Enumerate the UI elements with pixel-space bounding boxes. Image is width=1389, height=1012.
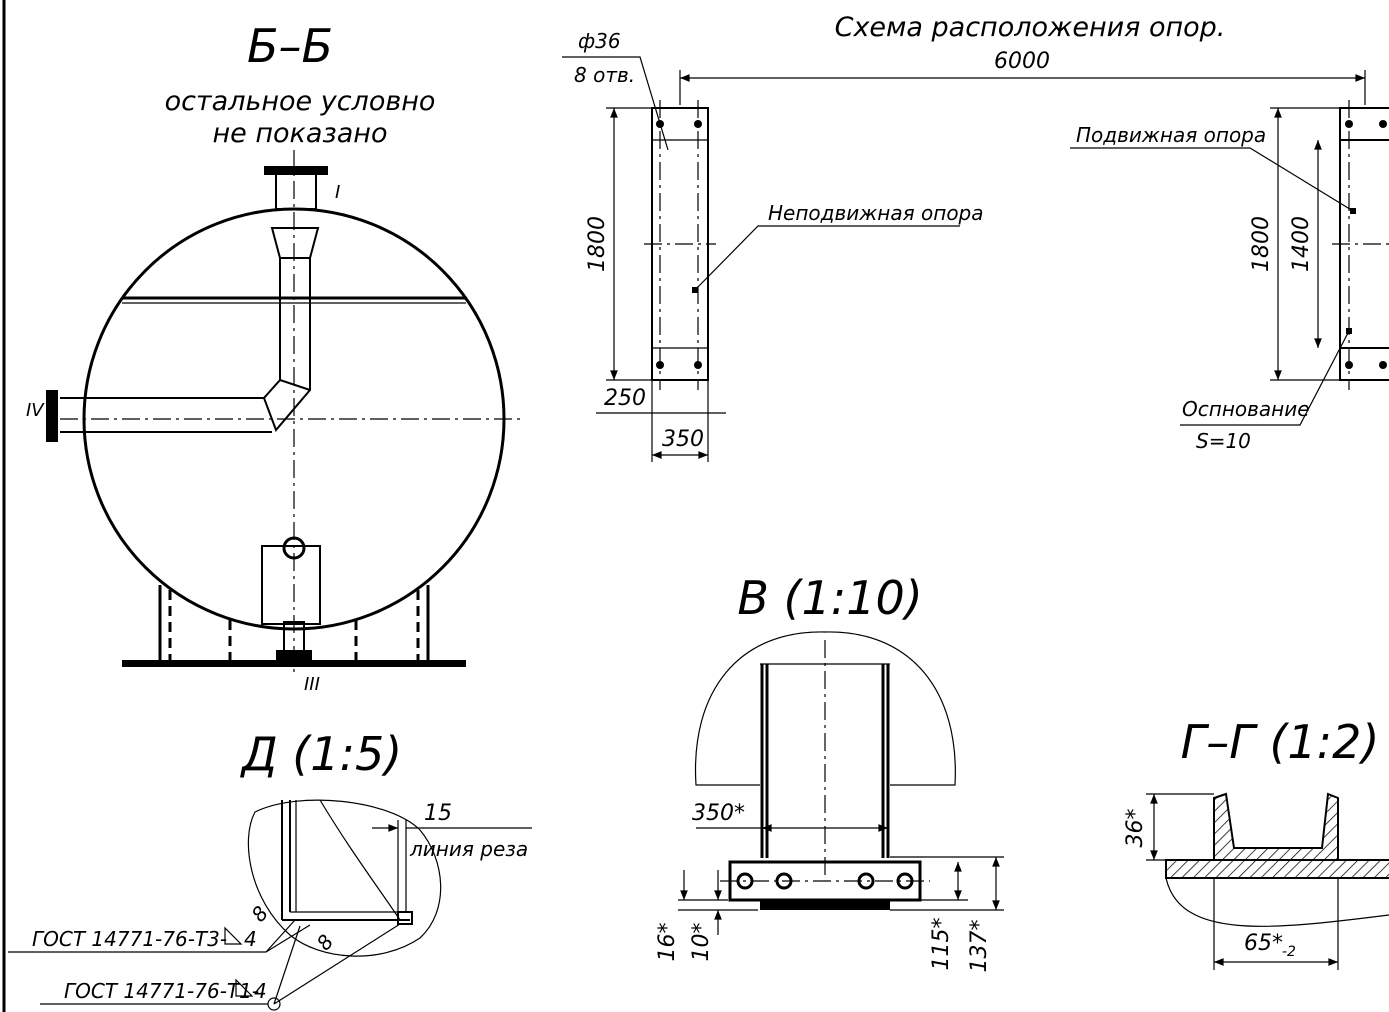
hole-count-label: 8 отв.	[574, 63, 635, 87]
detail-d-title: Д (1:5)	[240, 727, 402, 781]
weld-size-8a: 8	[246, 901, 273, 926]
section-gg-base	[1165, 859, 1389, 879]
weld-triangle-icon	[235, 978, 254, 997]
dim-250: 250	[604, 386, 646, 411]
cut-line-label: линия реза	[409, 837, 528, 861]
gost-weld-1: ГОСТ 14771-76-Т3-	[32, 927, 227, 951]
internal-pipe	[262, 227, 320, 432]
section-gg-view: Г–Г (1:2) 36* 65* -2	[1123, 715, 1389, 970]
dim-115-star: 115*	[929, 918, 954, 971]
base-label: Оспнование	[1182, 397, 1310, 421]
section-bb-view: Б–Б остальное условно не показано I IV I…	[26, 19, 525, 695]
dim-65-star: 65*	[1244, 931, 1283, 956]
dim-6000: 6000	[994, 49, 1050, 74]
bottom-sump	[261, 545, 321, 625]
label-left-nozzle: IV	[26, 400, 45, 421]
dim-10-star: 10*	[689, 923, 714, 962]
detail-v-view: В (1:10) 350* 16* 10* 115* 137*	[655, 571, 1004, 973]
dim-350-star: 350*	[692, 801, 745, 826]
dim-137-star: 137*	[967, 920, 992, 973]
support-layout-view: Схема расположения опор. 6000 ф36 8 отв.…	[562, 12, 1389, 462]
detail-d-view: Д (1:5) 15 линия реза 8 8 ГОСТ 14771-76-…	[8, 727, 532, 1011]
weld-triangle-icon	[224, 926, 243, 945]
label-bottom-nozzle: III	[304, 674, 320, 695]
dim-1800-right: 1800	[1249, 216, 1274, 272]
detail-v-break-outline	[694, 631, 956, 786]
detail-d-break-outline	[247, 799, 442, 957]
dim-1400: 1400	[1289, 216, 1314, 272]
gost-weld-1-leg: 4	[244, 927, 257, 951]
weld-size-8b: 8	[312, 930, 339, 955]
dim-350: 350	[662, 427, 704, 452]
section-bb-note-1: остальное условно	[165, 86, 436, 117]
hole-diameter-label: ф36	[578, 29, 621, 53]
label-top-nozzle: I	[335, 182, 340, 203]
support-base-plate	[122, 660, 466, 667]
dim-65-tolerance: -2	[1282, 944, 1296, 960]
detail-v-title: В (1:10)	[737, 571, 922, 625]
gost-weld-2-leg: 4	[254, 979, 267, 1003]
section-bb-title: Б–Б	[247, 19, 333, 73]
dim-36-star: 36*	[1123, 809, 1148, 848]
fixed-support-label: Неподвижная опора	[768, 201, 984, 225]
bottom-flange	[276, 650, 312, 660]
top-nozzle	[275, 173, 317, 210]
dim-16-star: 16*	[655, 923, 680, 962]
section-gg-title: Г–Г (1:2)	[1181, 715, 1380, 769]
dim-1800-left: 1800	[585, 216, 610, 272]
section-gg-channel	[1213, 792, 1339, 861]
gost-weld-2: ГОСТ 14771-76-Т1-	[64, 979, 259, 1003]
support-layout-title: Схема расположения опор.	[835, 12, 1226, 43]
section-bb-note-2: не показано	[213, 118, 388, 149]
movable-support-label: Подвижная опора	[1076, 123, 1266, 147]
left-flange	[46, 390, 58, 442]
top-flange	[264, 166, 328, 175]
base-thickness: S=10	[1196, 429, 1251, 453]
dim-15: 15	[424, 801, 452, 826]
